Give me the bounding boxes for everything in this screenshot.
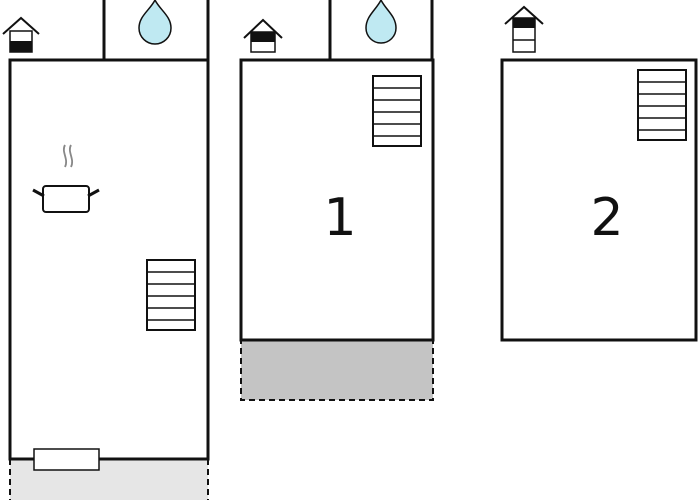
first-floor-plan: 1 bbox=[239, 0, 435, 401]
floor-level-icon bbox=[2, 16, 40, 53]
water-drop-icon bbox=[138, 0, 172, 45]
second-floor-plan: 2 bbox=[500, 5, 698, 342]
second-floor-room bbox=[500, 58, 698, 342]
floor-number-2: 2 bbox=[590, 188, 623, 248]
stairs-icon bbox=[372, 75, 422, 147]
stairs-icon bbox=[146, 259, 196, 331]
floor-level-icon bbox=[243, 18, 283, 53]
balcony-area bbox=[240, 339, 434, 401]
stairs-icon bbox=[637, 69, 687, 141]
first-floor-room bbox=[239, 58, 435, 342]
radiator-icon bbox=[33, 448, 100, 471]
water-drop-icon bbox=[365, 0, 397, 44]
floor-number-1: 1 bbox=[323, 188, 356, 248]
cooking-pot-icon bbox=[32, 144, 100, 213]
ground-floor-plan bbox=[2, 0, 210, 500]
floor-level-icon bbox=[504, 5, 544, 53]
